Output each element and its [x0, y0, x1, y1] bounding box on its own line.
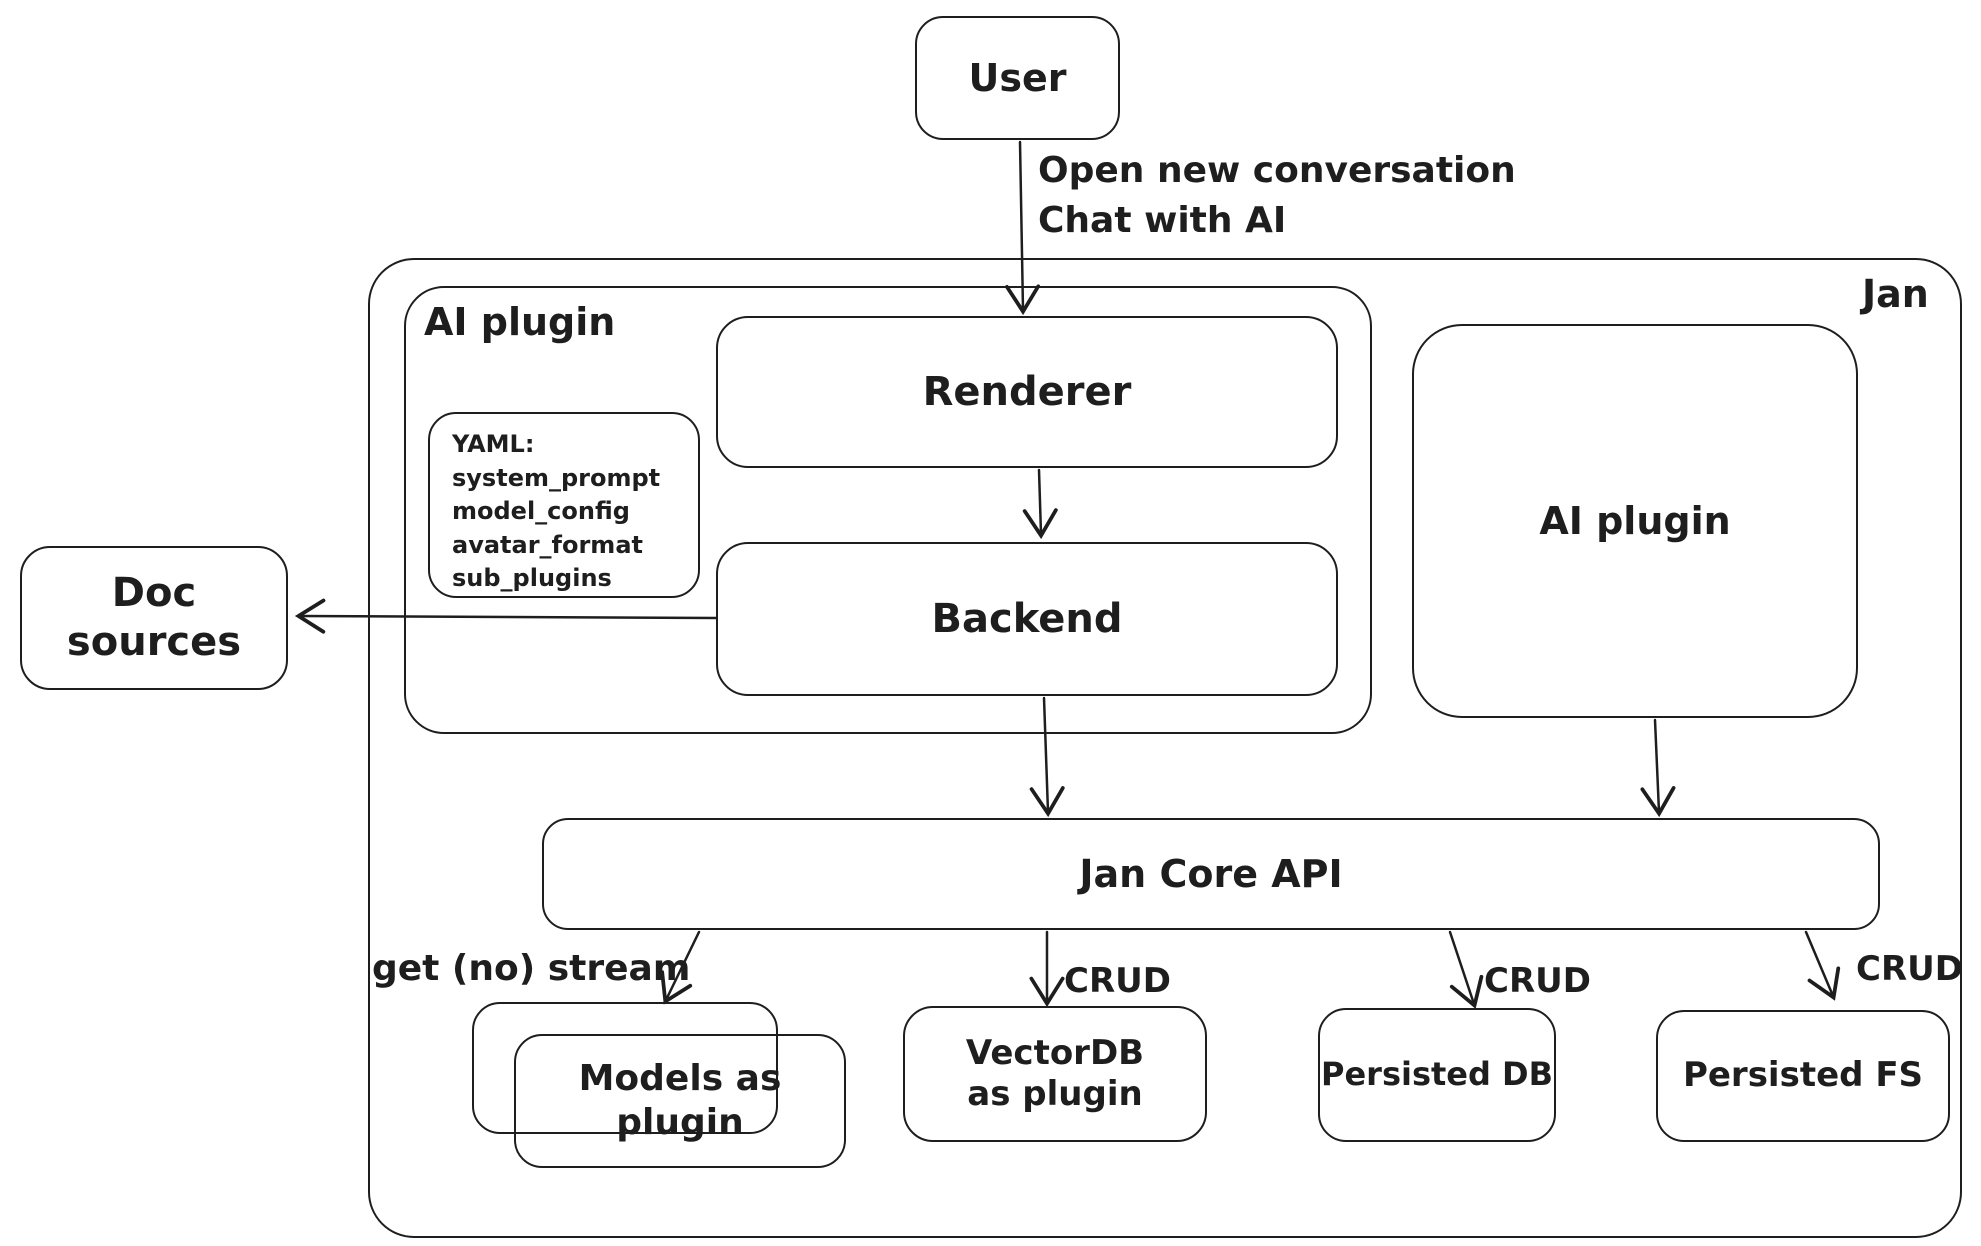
models-as-plugin-back-shape [472, 1002, 778, 1134]
doc-sources-node-label: Doc sources [66, 570, 242, 665]
yaml-note: YAML: system_prompt model_config avatar_… [428, 412, 700, 598]
doc-sources-node: Doc sources [20, 546, 288, 690]
renderer-node-label: Renderer [922, 368, 1132, 415]
vectordb-plugin-node: VectorDB as plugin [903, 1006, 1207, 1142]
edge-label-get-no-stream: get (no) stream [372, 948, 691, 989]
yaml-note-line: avatar_format [452, 530, 643, 559]
jan-core-api-node-label: Jan Core API [1079, 851, 1343, 896]
yaml-note-line: YAML: [452, 430, 535, 458]
ai-plugin-node-label: AI plugin [1539, 498, 1731, 543]
persisted-db-node: Persisted DB [1318, 1008, 1556, 1142]
persisted-fs-node-label: Persisted FS [1682, 1055, 1924, 1096]
persisted-db-node-label: Persisted DB [1321, 1055, 1553, 1094]
persisted-fs-node: Persisted FS [1656, 1010, 1950, 1142]
jan-core-api-node: Jan Core API [542, 818, 1880, 930]
ai-plugin-group [404, 286, 1372, 734]
yaml-note-text: YAML: system_prompt model_config avatar_… [452, 428, 660, 596]
yaml-note-line: system_prompt [452, 463, 661, 492]
edge-label-crud-persisted-db: CRUD [1484, 961, 1591, 1001]
jan-container-label: Jan [1862, 272, 1929, 316]
yaml-note-line: sub_plugins [452, 564, 612, 593]
user-node: User [915, 16, 1120, 140]
edge-label-user-flow: Open new conversation Chat with AI [1038, 150, 1516, 242]
ai-plugin-node: AI plugin [1412, 324, 1858, 718]
ai-plugin-group-label: AI plugin [424, 300, 616, 344]
renderer-node: Renderer [716, 316, 1338, 468]
jan-container [368, 258, 1962, 1238]
edge-label-crud-vectordb: CRUD [1064, 961, 1171, 1001]
backend-node-label: Backend [931, 595, 1123, 642]
yaml-note-line: model_config [452, 497, 630, 526]
user-node-label: User [968, 55, 1067, 100]
models-as-plugin-node: Models as plugin [514, 1034, 846, 1168]
models-as-plugin-node-label: Models as plugin [578, 1058, 782, 1143]
backend-node: Backend [716, 542, 1338, 696]
edge-label-crud-persisted-fs: CRUD [1856, 949, 1963, 989]
vectordb-plugin-node-label: VectorDB as plugin [965, 1032, 1145, 1114]
